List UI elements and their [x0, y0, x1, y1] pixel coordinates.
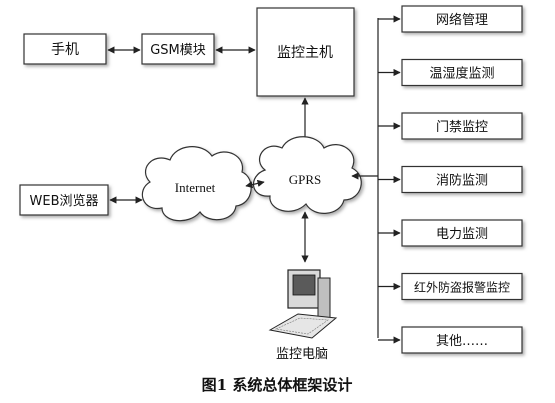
internet-label: Internet: [175, 180, 216, 195]
module-label: 门禁监控: [436, 120, 488, 135]
module-1: 温湿度监测: [378, 58, 523, 87]
module-0: 网络管理: [378, 5, 523, 33]
module-label: 消防监测: [436, 173, 488, 189]
internet-gprs-link: [245, 179, 265, 189]
module-box: [401, 58, 523, 87]
internet-cloud: Internet: [141, 146, 252, 222]
monitor-pc-label: 监控电脑: [276, 347, 328, 362]
web-browser-node: WEB浏览器: [19, 184, 109, 216]
module-box: [401, 165, 523, 194]
monitor-host-node: 监控主机: [256, 7, 355, 97]
module-box: [401, 112, 523, 140]
module-label: 温湿度监测: [429, 66, 494, 82]
module-5: 红外防盗报警监控: [378, 272, 523, 301]
monitoring-modules: 网络管理温湿度监测门禁监控消防监测电力监测红外防盗报警监控其他……: [378, 5, 523, 354]
module-box: [401, 219, 523, 247]
module-4: 电力监测: [378, 219, 523, 247]
gprs-label: GPRS: [289, 172, 322, 187]
module-box: [401, 326, 523, 354]
module-box: [401, 272, 523, 301]
phone-label: 手机: [51, 42, 79, 58]
monitor-host-label: 监控主机: [277, 45, 333, 61]
module-label: 电力监测: [436, 227, 488, 242]
module-6: 其他……: [378, 326, 523, 354]
gsm-module-label: GSM模块: [150, 43, 206, 58]
module-3: 消防监测: [378, 165, 523, 194]
module-label: 网络管理: [436, 12, 488, 28]
phone-node: 手机: [23, 33, 107, 65]
figure-caption: 图1 系统总体框架设计: [202, 376, 353, 394]
gprs-cloud: GPRS: [253, 136, 362, 214]
gsm-module-node: GSM模块: [141, 33, 215, 65]
computer-icon: [268, 269, 338, 339]
module-label: 其他……: [436, 334, 488, 349]
module-box: [401, 5, 523, 33]
module-2: 门禁监控: [378, 112, 523, 140]
module-label: 红外防盗报警监控: [414, 280, 510, 295]
web-browser-label: WEB浏览器: [30, 193, 99, 209]
